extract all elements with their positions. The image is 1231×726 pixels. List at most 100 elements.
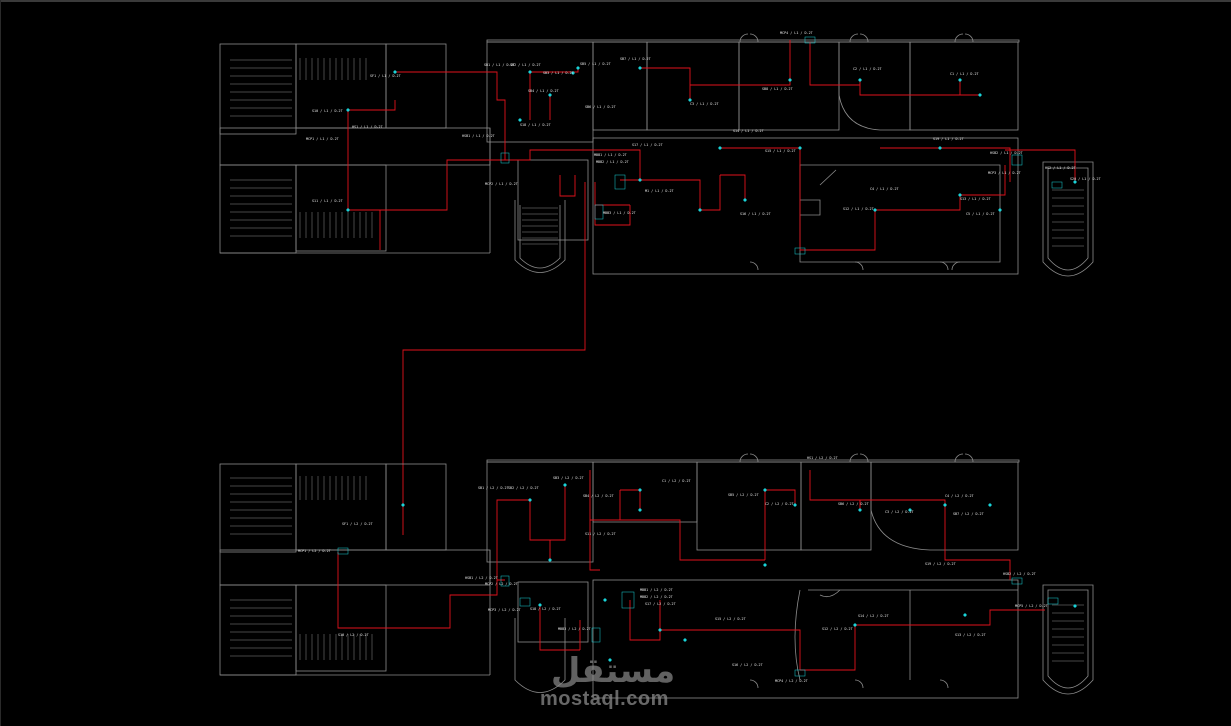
label-hs1-l2: HS1 / L2 / D-2T [807,456,838,460]
watermark-text: mostaql.com [540,688,669,710]
label-hsb2-l2: HSB2 / L2 / D-2T [1003,572,1036,576]
floor2-south-panel-icon [794,669,806,677]
label-mcp2-l1: MCP2 / L1 / D-2T [485,182,518,186]
floor2-distribution-panel-icon [500,575,510,587]
label-hsb1-l1: HSB1 / L1 / D-2T [462,134,495,138]
floor1-room-e [838,41,911,131]
floor2-room-d [800,461,872,551]
label-c1-l1: C1 / L1 / D-2T [950,72,979,76]
label-s10-l1: S10 / L1 / D-2T [312,109,343,113]
floor1-corridor-west [219,127,491,166]
label-sf1-l1: SF1 / L1 / D-2T [370,74,401,78]
floor2-stair-panel-icon [591,627,601,643]
floor1-labels: SF1 / L1 / D-2T SB1 / L1 / D-2T SB2 / L1… [306,31,1101,216]
label-mbb3-l2: MBB3 / L2 / D-2T [558,627,591,631]
floor2-devices [337,483,1077,677]
floor2-stair-tower-east [1042,584,1094,695]
label-mbb1-l2: MBB1 / L2 / D-2T [640,588,673,592]
floor2-labels: SF1 / L2 / D-2T SB1 / L2 / D-2T SB2 / L2… [298,456,1048,683]
label-mcp3-l1: MCP3 / L1 / D-2T [988,171,1021,175]
label-sb3-l2: SB3 / L2 / D-2T [553,476,584,480]
label-sb2-l1: SB2 / L1 / D-2T [510,63,541,67]
label-mbb3-l1: MBB3 / L1 / D-2T [603,211,636,215]
label-s17-l2: S17 / L2 / D-2T [645,602,676,606]
floor2-wire-north [764,470,861,560]
floor2-wire-core-west [496,499,530,581]
label-s18-l1: S18 / L1 / D-2T [520,123,551,127]
floor1-room-f [909,41,1019,131]
floor2-west-block-lower [219,584,297,676]
floor2-wire-core [529,485,566,560]
label-sb7-l2: SB7 / L2 / D-2T [953,512,984,516]
label-s15-l2: S15 / L2 / D-2T [715,617,746,621]
label-s18-l2: S18 / L2 / D-2T [530,607,561,611]
floor1-wire-core [529,68,579,120]
floor2-west-block-upper [219,463,297,553]
floor1-wire-west-wc [347,100,396,130]
label-s11-l2: S11 / L2 / D-2T [585,532,616,536]
label-mcp4-l2: MCP4 / L2 / D-2T [775,679,808,683]
floor2-wire-south-west [629,600,801,670]
floor2-wc-block [385,463,447,551]
label-hsb2-l1: HSB2 / L1 / D-2T [990,151,1023,155]
riser-wire-between-floors [402,182,586,505]
floor1-south-panel-icon [794,247,806,255]
floor1-wire-south-hall [620,147,801,250]
floor1-west-block-upper [219,43,297,135]
mostaql-logo: مستقل [551,651,675,691]
label-s20-l1: S20 / L1 / D-2T [1070,177,1101,181]
label-s14-l2: S14 / L2 / D-2T [858,614,889,618]
floor1-south-hall [592,137,1019,275]
floor2-south-rooms [794,589,1018,681]
floor2-wire-room-b [619,489,641,520]
label-c4-l2: C4 / L2 / D-2T [945,494,974,498]
label-s17-l1: S17 / L1 / D-2T [632,143,663,147]
label-mbb2-l2: MBB2 / L2 / D-2T [640,595,673,599]
floor2-stair-east-panel-icon [1047,597,1059,605]
label-s16-l2: S16 / L2 / D-2T [732,663,763,667]
label-sb5-l1: SB5 / L1 / D-2T [580,62,611,66]
watermark-logo-text: مستقل [551,651,675,691]
floor1-stair-block-lower [295,164,387,252]
label-c3-l2: C3 / L2 / D-2T [885,510,914,514]
label-c2-l1: C2 / L1 / D-2T [853,67,882,71]
floor2-stair-block-upper [295,463,387,551]
label-mbb2-l1: MBB2 / L1 / D-2T [596,160,629,164]
floor2-stair-tower-west [514,618,566,693]
floor1-room-d [738,41,840,131]
floor2-stair-hatching [230,476,1084,662]
label-mcp3-l2: MCP3 / L2 / D-2T [488,608,521,612]
floor1-north-panel-icon [804,36,816,44]
floor1-east-panel-icon [1011,154,1023,166]
label-c2-l2: C2 / L2 / D-2T [765,502,794,506]
label-s10-l2: S10 / L2 / D-2T [338,633,369,637]
floor1-stair-block-upper [295,43,387,129]
floor1-wire-east [880,147,1011,196]
floor2-east-panel-icon [1011,577,1023,585]
floor1-main-panel-icon [614,174,626,190]
label-c3-l1: C3 / L1 / D-2T [690,102,719,106]
label-mcp5-l2: MCP5 / L2 / D-2T [1015,604,1048,608]
floor2-wire-northeast [859,499,1011,580]
floor2-wiring [337,470,1045,671]
floor1-wire-corridor [395,71,506,160]
floor2-room-c [696,461,802,551]
floor1-lobby [517,159,589,241]
label-sb7-l1: SB7 / L1 / D-2T [620,57,651,61]
left-frame-line [0,0,1,726]
label-sb4-l1: SB4 / L1 / D-2T [528,89,559,93]
label-c1-l2: C1 / L2 / D-2T [662,479,691,483]
label-sb5-l2: SB5 / L2 / D-2T [728,493,759,497]
floor1-stair-tower-west [514,200,566,273]
floor1-wire-west-riser [347,130,381,250]
label-sb2-l2: SB2 / L2 / D-2T [508,486,539,490]
label-mcp1-l2: MCP1 / L2 / D-2T [298,549,331,553]
label-s12-l2: S12 / L2 / D-2T [822,627,853,631]
label-sb1-l2: SB1 / L2 / D-2T [478,486,509,490]
floor2-room-b [592,461,698,523]
floor1-wiring [347,40,1076,505]
floor1-room-c [646,41,740,131]
floor1-room-b [592,41,648,131]
floor2-room-e [870,461,1019,551]
